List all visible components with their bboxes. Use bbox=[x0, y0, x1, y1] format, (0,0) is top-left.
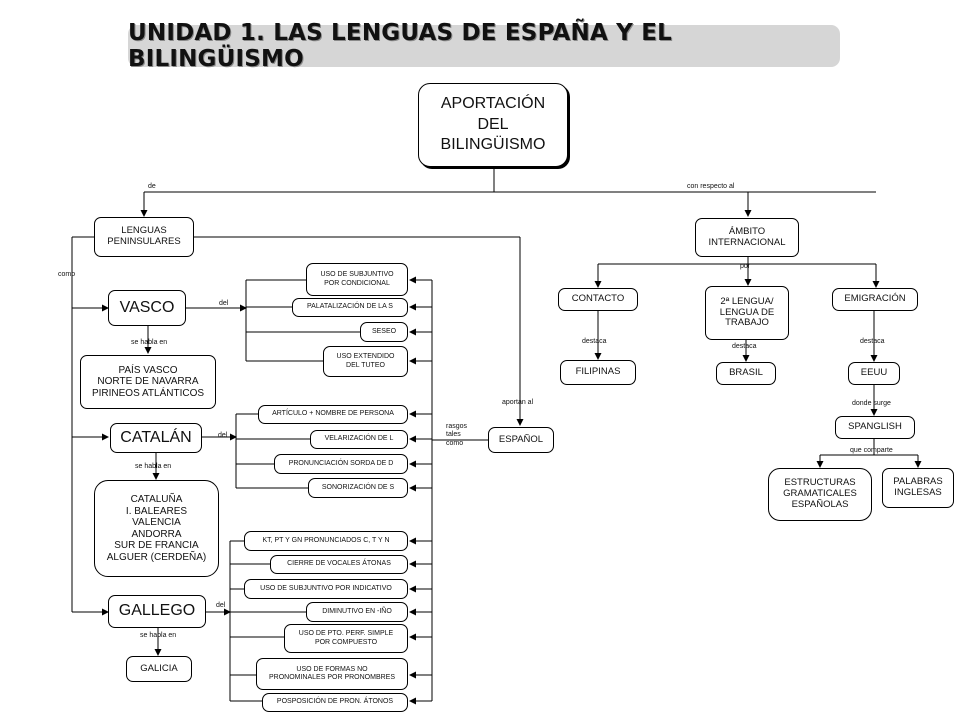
feature-catalan-velarizacion: VELARIZACIÓN DE L bbox=[310, 430, 408, 449]
feature-gallego-perfecto: USO DE PTO. PERF. SIMPLE POR COMPUESTO bbox=[284, 624, 408, 653]
feature-vasco-palatalizacion: PALATALIZACIÓN DE LA S bbox=[292, 298, 408, 317]
feature-gallego-posposicion: POSPOSICIÓN DE PRON. ÁTONOS bbox=[262, 693, 408, 712]
node-vasco-lugares: PAÍS VASCO NORTE DE NAVARRA PIRINEOS ATL… bbox=[80, 355, 216, 409]
node-segunda-lengua: 2ª LENGUA/ LENGUA DE TRABAJO bbox=[705, 286, 789, 340]
label-por: por bbox=[740, 263, 751, 270]
node-estructuras: ESTRUCTURAS GRAMATICALES ESPAÑOLAS bbox=[768, 468, 872, 521]
node-spanglish: SPANGLISH bbox=[835, 416, 915, 439]
node-lenguas-peninsulares: LENGUAS PENINSULARES bbox=[94, 217, 194, 257]
feature-vasco-seseo: SESEO bbox=[360, 322, 408, 342]
label-rasgos-tales-como: rasgos tales como bbox=[446, 423, 468, 447]
node-gallego-lugares: GALICIA bbox=[126, 656, 192, 682]
feature-gallego-diminutivo: DIMINUTIVO EN -IÑO bbox=[306, 602, 408, 622]
label-aportan-al: aportan al bbox=[502, 399, 534, 406]
node-eeuu: EEUU bbox=[848, 362, 900, 385]
label-de: de bbox=[148, 183, 156, 190]
label-del-catalan: del bbox=[218, 432, 228, 439]
node-filipinas: FILIPINAS bbox=[560, 360, 636, 385]
feature-gallego-cierre-vocales: CIERRE DE VOCALES ÁTONAS bbox=[270, 555, 408, 574]
label-que-comparte: que comparte bbox=[850, 447, 893, 454]
label-destaca-lengua: destaca bbox=[732, 343, 757, 350]
label-con-respecto-al: con respecto al bbox=[687, 183, 735, 190]
label-del-gallego: del bbox=[216, 602, 226, 609]
node-contacto: CONTACTO bbox=[558, 288, 638, 311]
node-catalan: CATALÁN bbox=[110, 423, 202, 453]
title-banner: UNIDAD 1. LAS LENGUAS DE ESPAÑA Y EL BIL… bbox=[128, 20, 840, 72]
node-gallego: GALLEGO bbox=[108, 595, 206, 628]
feature-gallego-subjuntivo: USO DE SUBJUNTIVO POR INDICATIVO bbox=[244, 579, 408, 599]
feature-vasco-subjuntivo: USO DE SUBJUNTIVO POR CONDICIONAL bbox=[306, 263, 408, 296]
node-ambito-internacional: ÁMBITO INTERNACIONAL bbox=[695, 218, 799, 257]
label-se-habla-en-gallego: se habla en bbox=[140, 632, 177, 639]
node-palabras: PALABRAS INGLESAS bbox=[882, 468, 954, 508]
feature-gallego-formas-pronominales: USO DE FORMAS NO PRONOMINALES POR PRONOM… bbox=[256, 658, 408, 690]
node-brasil: BRASIL bbox=[716, 362, 776, 385]
label-destaca-emigracion: destaca bbox=[860, 338, 885, 345]
feature-catalan-pronunciacion: PRONUNCIACIÓN SORDA DE D bbox=[274, 454, 408, 474]
node-espanol: ESPAÑOL bbox=[488, 427, 554, 453]
feature-catalan-sonorizacion: SONORIZACIÓN DE S bbox=[308, 478, 408, 498]
node-vasco: VASCO bbox=[108, 290, 186, 326]
page-title: UNIDAD 1. LAS LENGUAS DE ESPAÑA Y EL BIL… bbox=[128, 20, 673, 72]
node-emigracion: EMIGRACIÓN bbox=[832, 288, 918, 311]
label-como: como bbox=[58, 271, 76, 278]
feature-gallego-kt-pt-gn: KT, PT Y GN PRONUNCIADOS C, T Y N bbox=[244, 531, 408, 551]
label-donde-surge: donde surge bbox=[852, 400, 891, 407]
feature-vasco-tuteo: USO EXTENDIDO DEL TUTEO bbox=[323, 346, 408, 377]
label-del-vasco: del bbox=[219, 300, 229, 307]
node-catalan-lugares: CATALUÑA I. BALEARES VALENCIA ANDORRA SU… bbox=[94, 480, 219, 577]
feature-catalan-articulo: ARTÍCULO + NOMBRE DE PERSONA bbox=[258, 405, 408, 424]
label-se-habla-en-catalan: se habla en bbox=[135, 463, 172, 470]
root-node: APORTACIÓN DEL BILINGÜISMO bbox=[418, 83, 568, 167]
label-destaca-contacto: destaca bbox=[582, 338, 607, 345]
label-se-habla-en-vasco: se habla en bbox=[131, 339, 168, 346]
